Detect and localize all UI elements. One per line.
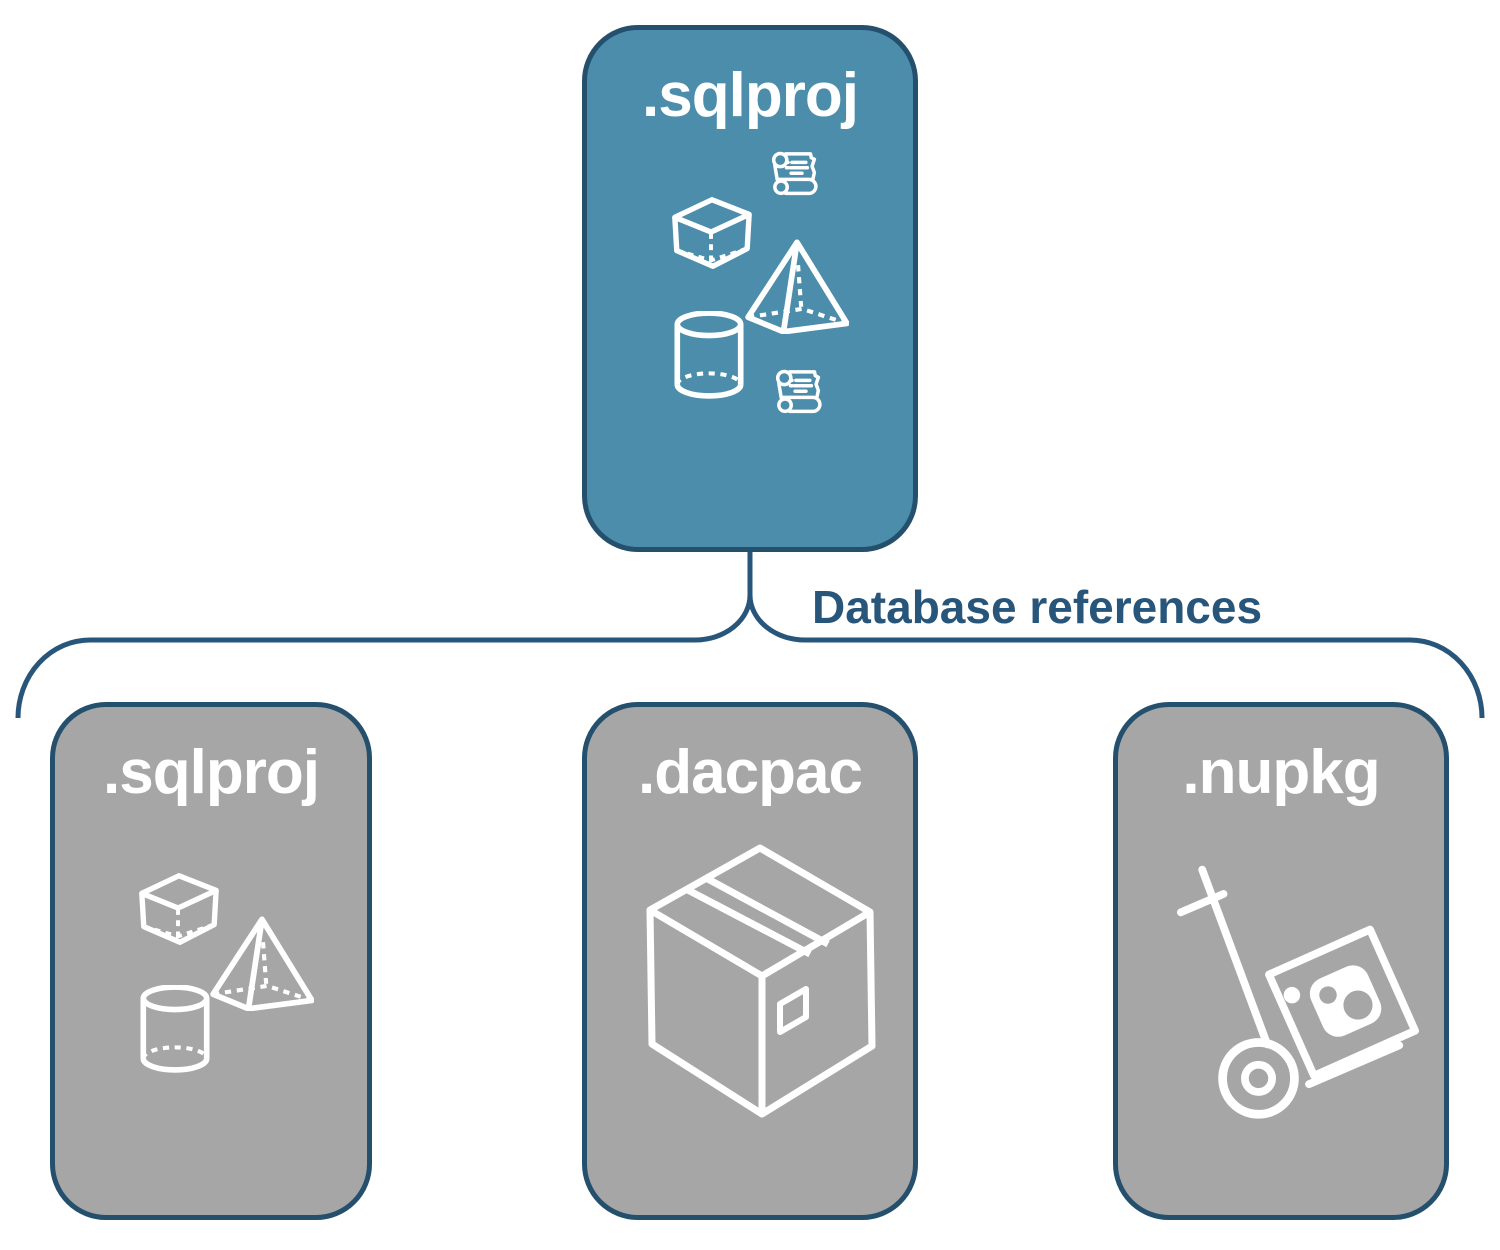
cube-icon bbox=[134, 867, 222, 951]
child-node-title: .dacpac bbox=[638, 738, 863, 807]
child-node-nupkg: .nupkg bbox=[1113, 702, 1449, 1220]
cylinder-icon bbox=[673, 311, 745, 401]
connector-label: Database references bbox=[812, 581, 1263, 633]
child-node-title: .nupkg bbox=[1182, 738, 1380, 807]
scroll-icon bbox=[768, 361, 830, 423]
child-node-dacpac: .dacpac bbox=[582, 702, 918, 1220]
child-node-title: .sqlproj bbox=[103, 738, 320, 807]
nuget-hand-truck-icon bbox=[1173, 857, 1445, 1124]
root-node-sqlproj: .sqlproj bbox=[582, 25, 918, 552]
cylinder-icon bbox=[139, 985, 211, 1075]
cube-icon bbox=[667, 191, 755, 275]
scroll-icon bbox=[764, 143, 826, 205]
root-node-title: .sqlproj bbox=[642, 61, 859, 130]
pyramid-icon bbox=[745, 238, 849, 334]
package-box-icon bbox=[640, 842, 880, 1122]
pyramid-icon bbox=[210, 915, 314, 1011]
child-node-sqlproj: .sqlproj bbox=[50, 702, 372, 1220]
